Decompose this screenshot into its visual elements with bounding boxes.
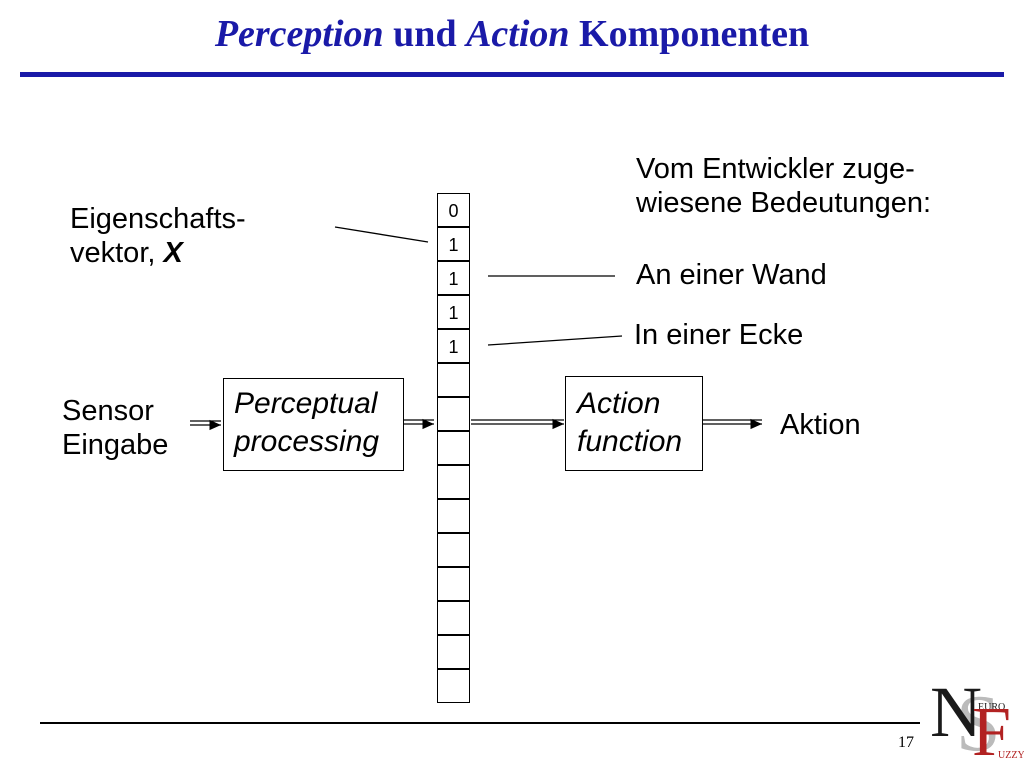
vector-cell bbox=[437, 499, 470, 533]
action-function-box: Action function bbox=[565, 376, 703, 471]
vector-cell bbox=[437, 363, 470, 397]
sensor-arrow bbox=[190, 419, 221, 431]
vector-cell bbox=[437, 533, 470, 567]
perceptual-processing-label: Perceptual processing bbox=[234, 387, 380, 458]
action-output-arrow bbox=[702, 418, 762, 430]
vector-cell: 1 bbox=[437, 295, 470, 329]
wand-label: An einer Wand bbox=[636, 259, 827, 291]
vector-cell bbox=[437, 465, 470, 499]
eigenschafts-label: Eigenschafts- vektor, X bbox=[70, 203, 246, 269]
meaning-heading: Vom Entwickler zuge- wiesene Bedeutungen… bbox=[636, 153, 932, 219]
action-function-label: Action function bbox=[577, 387, 683, 458]
vector-cell bbox=[437, 601, 470, 635]
page-number: 17 bbox=[898, 734, 914, 751]
perceptual-to-vector-arrow bbox=[403, 418, 434, 430]
vector-variable: X bbox=[163, 237, 183, 269]
neuro-fuzzy-logo: S N EURO F UZZY bbox=[930, 672, 1024, 771]
title-underline bbox=[20, 72, 1004, 77]
vector-cell: 0 bbox=[437, 193, 470, 227]
vector-cell: 1 bbox=[437, 261, 470, 295]
vector-cell bbox=[437, 567, 470, 601]
footer-rule bbox=[40, 722, 920, 724]
vector-to-action-arrow bbox=[471, 418, 564, 430]
perceptual-processing-box: Perceptual processing bbox=[223, 378, 404, 471]
page-title: Perception und Action Komponenten bbox=[214, 13, 810, 55]
sensor-input-label: Sensor Eingabe bbox=[62, 395, 169, 461]
eigenschafts-pointer-line bbox=[334, 226, 429, 243]
aktion-label: Aktion bbox=[780, 409, 861, 441]
vector-cell: 1 bbox=[437, 329, 470, 363]
ecke-pointer-line bbox=[487, 335, 623, 346]
ecke-label: In einer Ecke bbox=[634, 319, 804, 351]
vector-cell bbox=[437, 431, 470, 465]
vector-cell bbox=[437, 397, 470, 431]
vector-cell bbox=[437, 669, 470, 703]
vector-cell bbox=[437, 635, 470, 669]
vector-cell: 1 bbox=[437, 227, 470, 261]
